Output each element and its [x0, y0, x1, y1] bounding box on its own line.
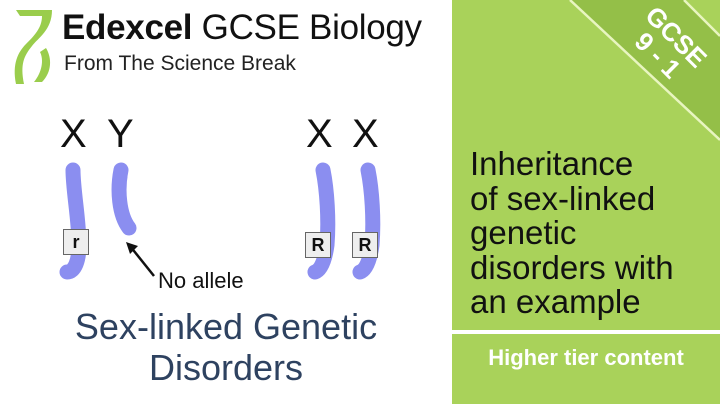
- y-chromosome: [111, 162, 137, 236]
- description-line: an example: [470, 283, 641, 320]
- dna-helix-icon: [14, 10, 53, 84]
- female-x1-label: X: [306, 112, 333, 156]
- brand-subtitle: From The Science Break: [64, 52, 296, 75]
- description-line: genetic: [470, 214, 577, 251]
- female-x2-label: X: [352, 112, 379, 156]
- gcse-badge-ribbon: [569, 0, 720, 141]
- arrow-icon: [126, 242, 155, 277]
- male-x-label: X: [60, 112, 87, 156]
- brand-title: Edexcel GCSE Biology: [62, 8, 422, 47]
- description-line: disorders with: [470, 248, 674, 286]
- male-x-chromosome: [59, 162, 87, 280]
- no-allele-note: No allele: [158, 268, 244, 293]
- allele-box-recessive: r: [63, 229, 89, 255]
- male-y-label: Y: [107, 112, 134, 156]
- right-panel: GCSE 9 - 1 Inheritance of sex-linked gen…: [452, 0, 720, 404]
- female-x1-chromosome: [307, 162, 336, 280]
- topic-title-line1: Sex-linked Genetic: [74, 306, 378, 347]
- lesson-description: Inheritance of sex-linked genetic disord…: [470, 145, 674, 320]
- description-line: Inheritance: [470, 145, 634, 182]
- tier-label: Higher tier content: [488, 345, 684, 370]
- female-x2-chromosome: [352, 162, 381, 280]
- allele-box-dominant-2: R: [352, 232, 378, 258]
- allele-box-dominant-1: R: [305, 232, 331, 258]
- left-panel: Edexcel GCSE Biology From The Science Br…: [14, 8, 423, 388]
- description-line: of sex-linked: [470, 179, 656, 217]
- tier-divider: [452, 330, 720, 334]
- topic-title-line2: Disorders: [148, 347, 304, 388]
